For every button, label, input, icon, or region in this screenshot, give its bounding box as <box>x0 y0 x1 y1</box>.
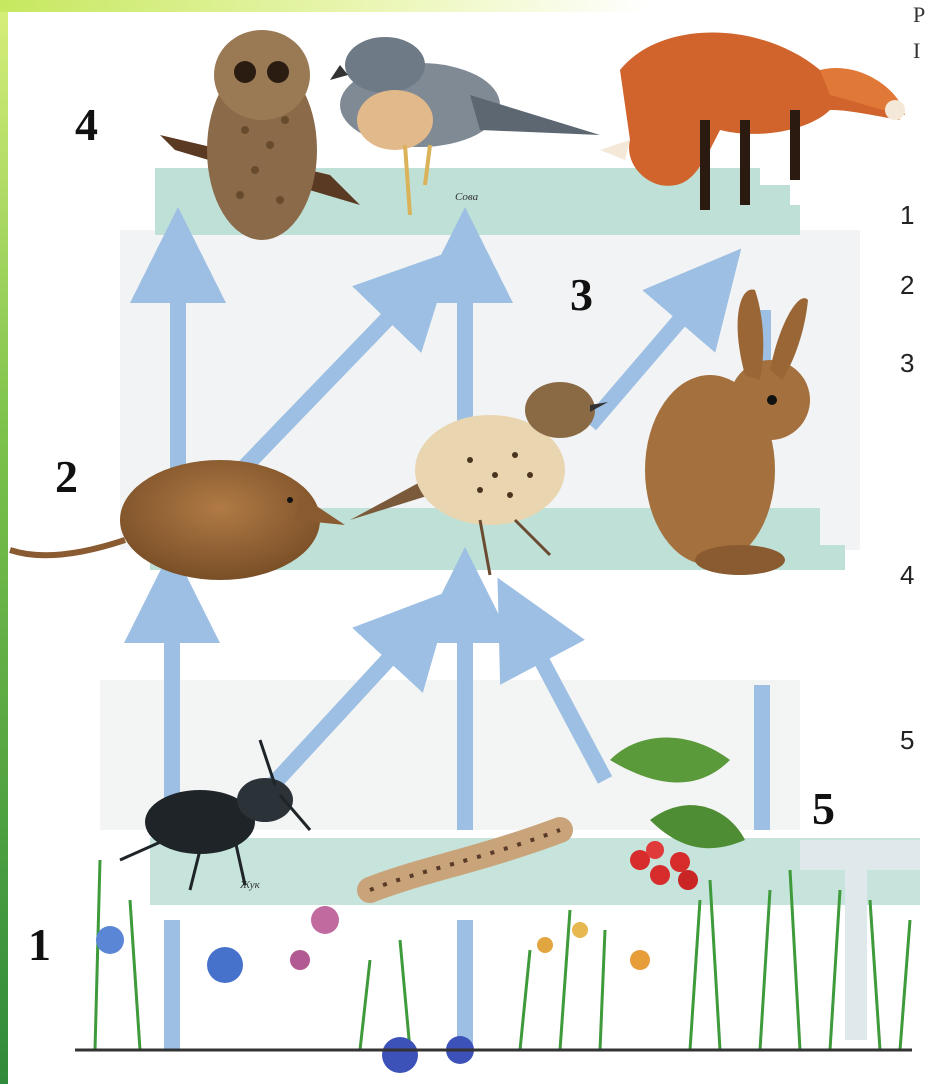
level-number-1: 1 <box>28 918 51 971</box>
level-number-2: 2 <box>55 450 78 503</box>
shelf-label-predators: Сова <box>455 191 479 203</box>
level-number-5: 5 <box>812 782 835 835</box>
right-text-top-a: Р <box>913 2 925 28</box>
shelf-label-insects: Жук <box>239 879 261 891</box>
right-number-1: 1 <box>900 200 914 231</box>
right-number-3: 3 <box>900 348 914 379</box>
right-number-2: 2 <box>900 270 914 301</box>
right-number-5: 5 <box>900 725 914 756</box>
right-text-top-b: I <box>913 38 920 64</box>
level-number-4: 4 <box>75 98 98 151</box>
level-number-3: 3 <box>570 268 593 321</box>
right-number-4: 4 <box>900 560 914 591</box>
